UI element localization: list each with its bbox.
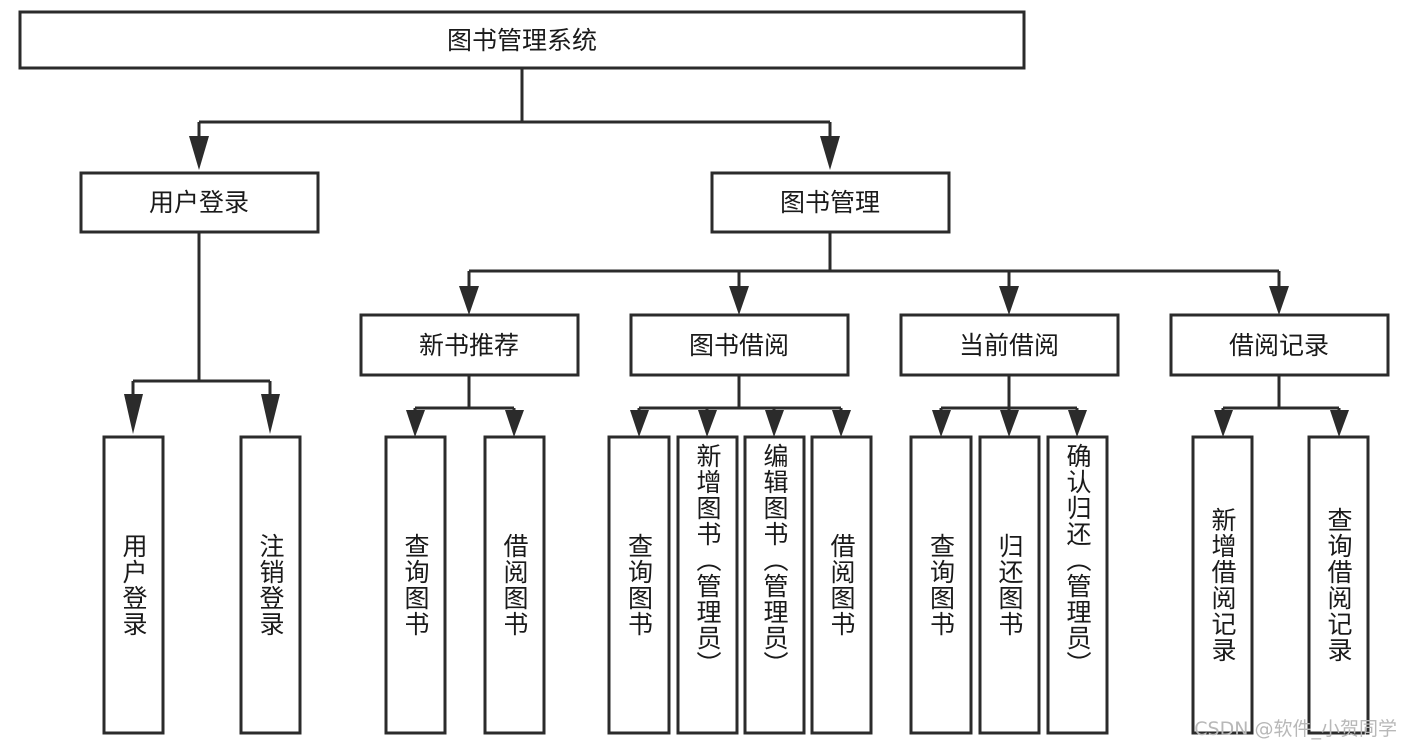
- arrowhead-leaf-logout: [261, 394, 280, 434]
- arrowhead-cb-leaf-3: [1068, 410, 1087, 437]
- arrowhead-br-leaf-2: [1330, 410, 1349, 437]
- node-current-borrow[interactable]: 当前借阅: [899, 313, 1120, 377]
- arrowhead-current-borrow: [999, 286, 1019, 315]
- leaf-box-nb-borrow-book[interactable]: [483, 435, 546, 735]
- leaf-box-logout[interactable]: [239, 435, 302, 735]
- arrowhead-bb-leaf-3: [765, 410, 784, 437]
- node-book-borrow[interactable]: 图书借阅: [629, 313, 850, 377]
- arrowhead-cb-leaf-1: [932, 410, 951, 437]
- leaf-box-bb-borrow-book[interactable]: [810, 435, 873, 735]
- arrowhead-bb-leaf-4: [832, 410, 851, 437]
- node-root[interactable]: 图书管理系统: [18, 10, 1026, 70]
- arrowhead-nb-leaf-2: [505, 410, 524, 437]
- leaf-box-cb-confirm-return[interactable]: [1046, 435, 1109, 735]
- arrowhead-cb-leaf-2: [1000, 410, 1019, 437]
- leaf-box-nb-query-book[interactable]: [384, 435, 447, 735]
- node-book-borrow-box: [629, 313, 850, 377]
- node-root-box: [18, 10, 1026, 70]
- node-current-borrow-label: 当前借阅: [959, 331, 1059, 360]
- arrowhead-book-borrow: [729, 286, 749, 315]
- node-new-book-label: 新书推荐: [419, 331, 519, 360]
- leaf-box-bb-add-book[interactable]: [676, 435, 739, 735]
- node-book-borrow-label: 图书借阅: [689, 331, 789, 360]
- leaf-box-user-login[interactable]: [102, 435, 165, 735]
- arrowhead-bb-leaf-1: [630, 410, 649, 437]
- arrowhead-borrow-record: [1269, 286, 1289, 315]
- node-book-manage-box: [710, 171, 951, 234]
- node-borrow-record[interactable]: 借阅记录: [1169, 313, 1390, 377]
- arrowhead-user-login: [189, 136, 209, 170]
- arrowhead-book-manage: [820, 136, 840, 170]
- node-borrow-record-label: 借阅记录: [1229, 331, 1329, 360]
- arrowhead-nb-leaf-1: [406, 410, 425, 437]
- node-book-manage[interactable]: 图书管理: [710, 171, 951, 234]
- node-borrow-record-box: [1169, 313, 1390, 377]
- leaf-box-bb-edit-book[interactable]: [743, 435, 806, 735]
- node-user-login-box: [79, 171, 320, 234]
- leaf-box-cb-return-book[interactable]: [978, 435, 1041, 735]
- arrowhead-new-book: [459, 286, 479, 315]
- connectors: [124, 68, 1349, 437]
- node-root-label: 图书管理系统: [447, 26, 597, 55]
- node-new-book[interactable]: 新书推荐: [359, 313, 580, 377]
- leaf-box-br-query-record[interactable]: [1307, 435, 1370, 735]
- leaf-box-br-add-record[interactable]: [1191, 435, 1254, 735]
- arrowhead-br-leaf-1: [1214, 410, 1233, 437]
- node-new-book-box: [359, 313, 580, 377]
- leaf-box-bb-query-book[interactable]: [607, 435, 671, 735]
- node-user-login-label: 用户登录: [149, 188, 249, 217]
- leaf-boxes: [102, 435, 1370, 735]
- arrowhead-leaf-user-login: [124, 394, 143, 434]
- node-book-manage-label: 图书管理: [780, 188, 880, 217]
- node-user-login[interactable]: 用户登录: [79, 171, 320, 234]
- node-current-borrow-box: [899, 313, 1120, 377]
- leaf-box-cb-query-book[interactable]: [909, 435, 973, 735]
- arrowhead-bb-leaf-2: [698, 410, 717, 437]
